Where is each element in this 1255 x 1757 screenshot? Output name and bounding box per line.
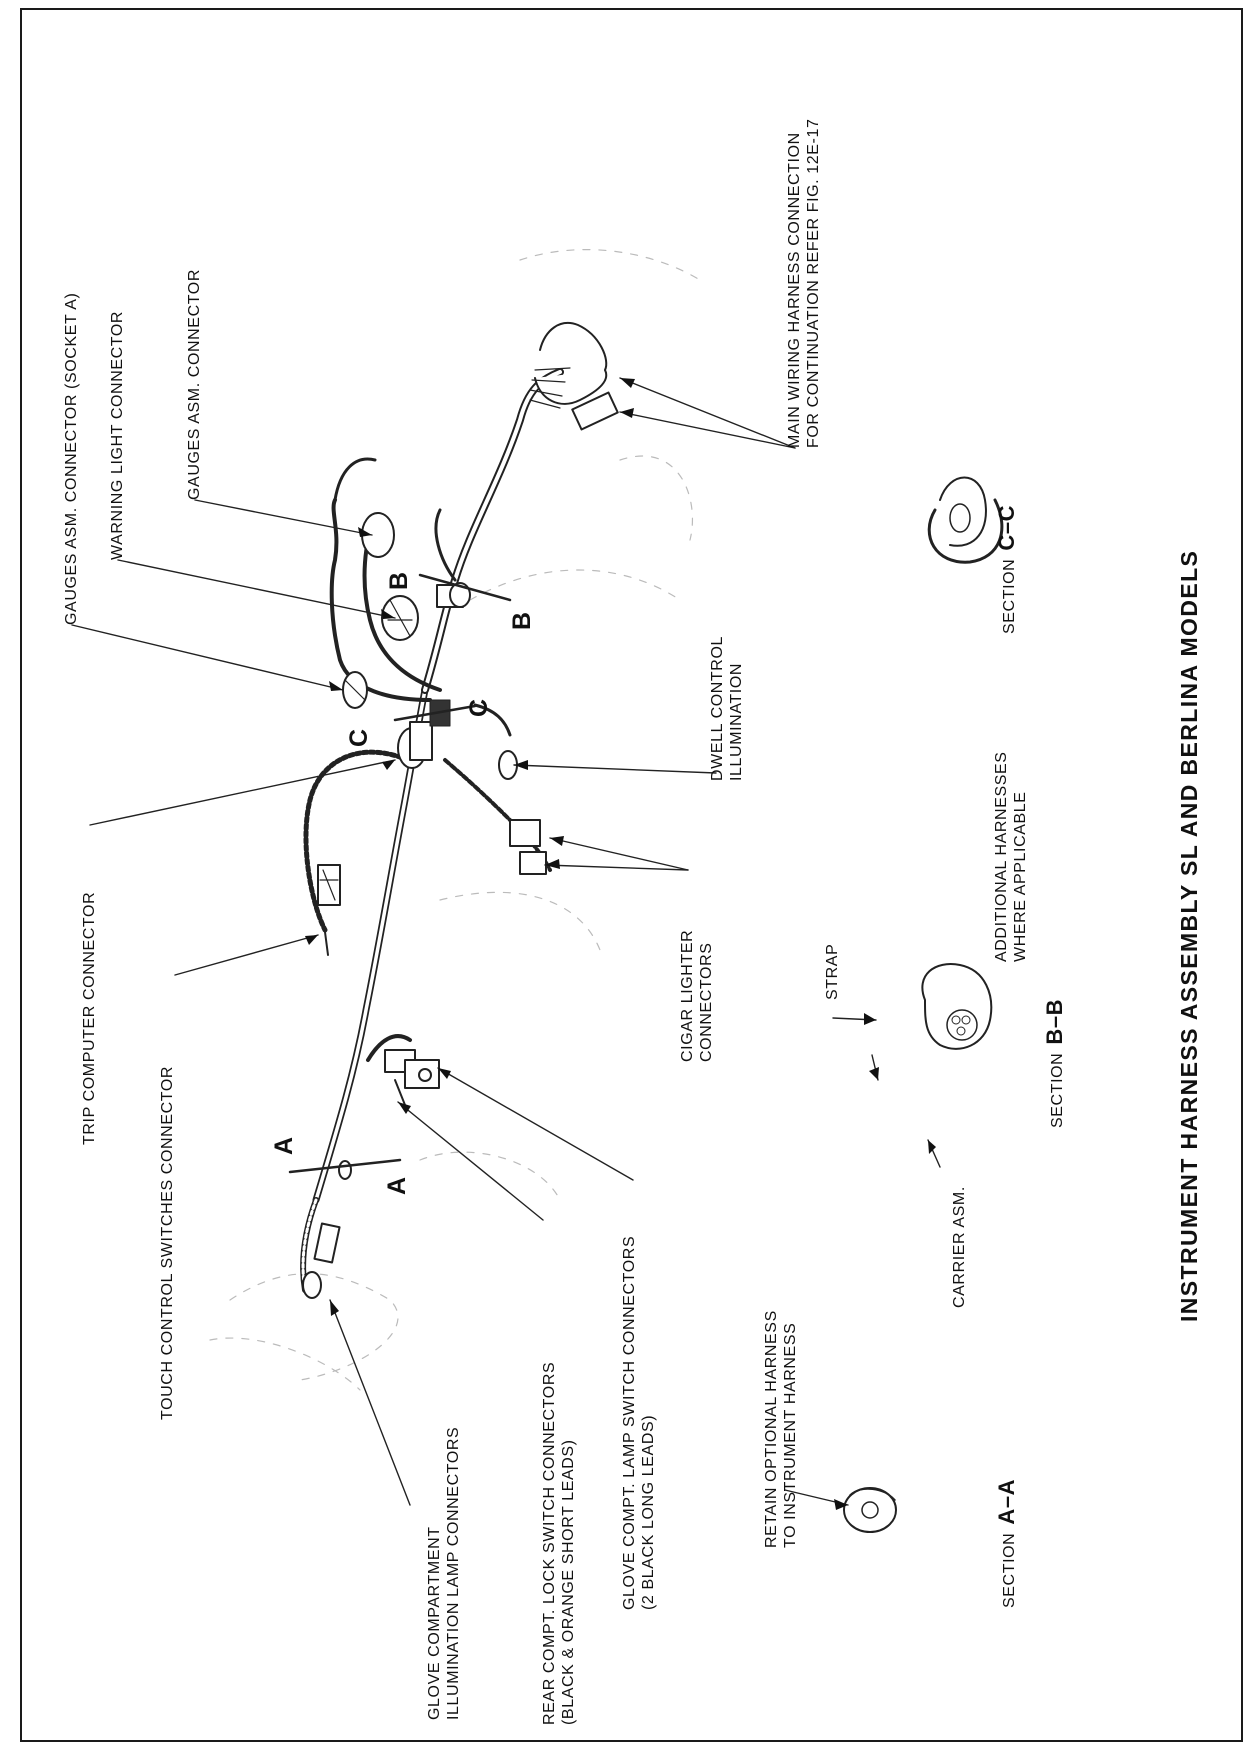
dashboard-ghost-outline bbox=[209, 248, 701, 1391]
section-clips bbox=[338, 582, 471, 1180]
section-aa-letters: A–A bbox=[994, 1478, 1019, 1525]
section-cc-letters: C–C bbox=[994, 504, 1019, 551]
main-harness-end-connector bbox=[529, 322, 619, 431]
label-gauges-connector: GAUGES ASM. CONNECTOR bbox=[186, 268, 203, 500]
arrowheads bbox=[305, 378, 936, 1510]
label-carrier: CARRIER ASM. bbox=[951, 1186, 968, 1308]
label-touch-control-connector: TOUCH CONTROL SWITCHES CONNECTOR bbox=[159, 1065, 176, 1420]
label-glove-lamp-switch: GLOVE COMPT. LAMP SWITCH CONNECTORS (2 B… bbox=[621, 1235, 657, 1610]
label-strap: STRAP bbox=[824, 943, 841, 1000]
cut-letter-a-bottom: A bbox=[383, 1175, 411, 1195]
label-glove-illumination-lamp: GLOVE COMPARTMENT ILLUMINATION LAMP CONN… bbox=[426, 1426, 462, 1720]
label-rear-lock-switch: REAR COMPT. LOCK SWITCH CONNECTORS (BLAC… bbox=[541, 1361, 577, 1725]
section-bb-letters: B–B bbox=[1042, 998, 1067, 1045]
section-aa-word: SECTION bbox=[1001, 1532, 1018, 1608]
label-main-wiring-harness: MAIN WIRING HARNESS CONNECTION FOR CONTI… bbox=[786, 118, 822, 448]
label-warning-light-connector: WARNING LIGHT CONNECTOR bbox=[109, 310, 126, 560]
cigar-dwell-branch bbox=[443, 703, 552, 875]
touch-control-branch bbox=[303, 749, 411, 956]
glove-branch bbox=[300, 1197, 341, 1299]
label-cigar-lighter: CIGAR LIGHTER CONNECTORS bbox=[679, 929, 715, 1062]
label-additional-harnesses: ADDITIONAL HARNESSES WHERE APPLICABLE bbox=[993, 751, 1029, 962]
label-dwell-control: DWELL CONTROL ILLUMINATION bbox=[709, 635, 745, 781]
label-gauges-connector-socket-a: GAUGES ASM. CONNECTOR (SOCKET A) bbox=[63, 292, 80, 625]
label-retain-optional: RETAIN OPTIONAL HARNESS TO INSTRUMENT HA… bbox=[763, 1310, 799, 1548]
section-aa-title: SECTION A–A bbox=[994, 1478, 1019, 1608]
label-trip-computer-connector: TRIP COMPUTER CONNECTOR bbox=[81, 891, 98, 1145]
section-cc-title: SECTION C–C bbox=[994, 504, 1019, 634]
cut-letter-b-bottom: B bbox=[508, 610, 536, 630]
section-aa-sketch bbox=[843, 1487, 897, 1533]
page-border bbox=[20, 8, 1243, 1742]
lock-switch-connectors bbox=[366, 1034, 440, 1106]
cut-letter-c-bottom: C bbox=[465, 697, 493, 717]
cut-lines bbox=[288, 573, 512, 1174]
section-bb-title: SECTION B–B bbox=[1042, 998, 1067, 1128]
section-cc-sketch bbox=[927, 476, 1004, 564]
cut-letter-b-top: B bbox=[385, 570, 413, 590]
page-title: INSTRUMENT HARNESS ASSEMBLY SL AND BERLI… bbox=[1176, 549, 1202, 1322]
gauges-branch bbox=[329, 457, 464, 709]
cut-letter-a-top: A bbox=[270, 1135, 298, 1155]
section-bb-sketch bbox=[921, 963, 993, 1050]
cut-letter-c-top: C bbox=[345, 727, 373, 747]
section-cc-word: SECTION bbox=[1001, 558, 1018, 634]
leader-lines bbox=[71, 377, 941, 1506]
section-bb-word: SECTION bbox=[1049, 1052, 1066, 1128]
